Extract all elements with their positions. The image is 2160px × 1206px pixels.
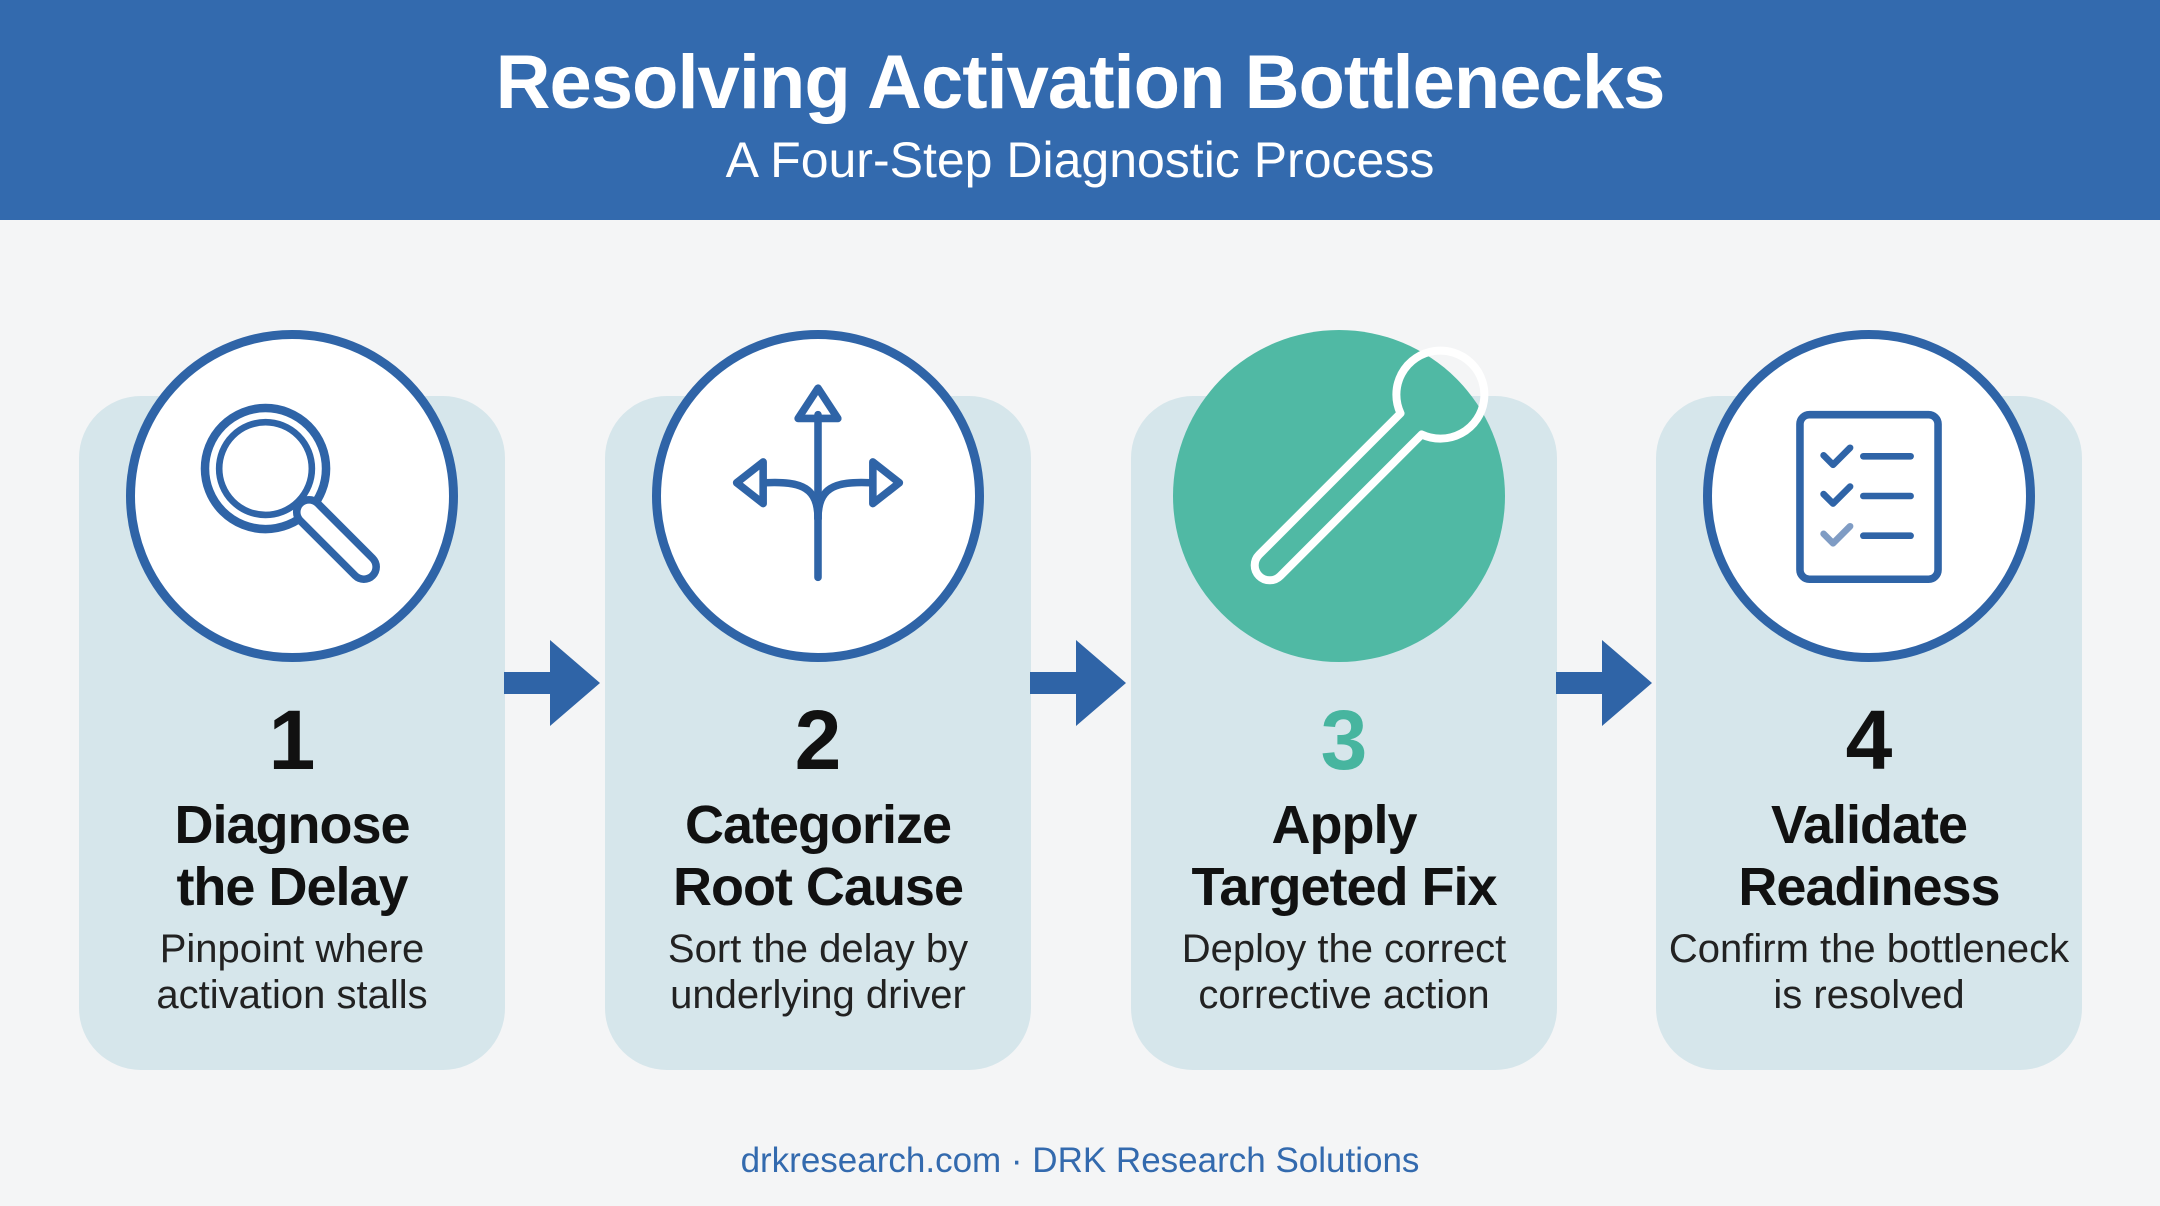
step-4-title-line-2: Readiness [1738, 857, 2000, 917]
step-2-title-line-2: Root Cause [672, 857, 964, 917]
step-2-number: 2 [794, 693, 842, 787]
step-3-desc-line-1: Deploy the correct [1181, 927, 1507, 971]
step-2-desc-line-2: underlying driver [670, 973, 966, 1017]
step-4-desc-line-2: is resolved [1773, 973, 1965, 1017]
step-1-desc-line-2: activation stalls [156, 973, 428, 1017]
step-4-icon-circle [1703, 330, 2035, 662]
step-4-text: 4 Validate Readiness Confirm the bottlen… [1656, 690, 2082, 1018]
arrow-right-icon [1030, 640, 1126, 726]
step-1-title: Diagnose the Delay [79, 794, 505, 918]
page-subtitle: A Four-Step Diagnostic Process [725, 132, 1435, 188]
step-1-icon-circle [126, 330, 458, 662]
step-4-desc-line-1: Confirm the bottleneck [1668, 927, 2070, 971]
step-2-icon-circle [652, 330, 984, 662]
page-title: Resolving Activation Bottlenecks [495, 40, 1666, 125]
step-4-title: Validate Readiness [1656, 794, 2082, 918]
step-2-text: 2 Categorize Root Cause Sort the delay b… [605, 690, 1031, 1018]
step-3-title-line-1: Apply [1271, 795, 1417, 855]
step-4-description: Confirm the bottleneck is resolved [1656, 926, 2082, 1018]
step-2-title: Categorize Root Cause [605, 794, 1031, 918]
arrow-right-icon [504, 640, 600, 726]
step-3-title-line-2: Targeted Fix [1191, 857, 1497, 917]
footer-credit: drkresearch.com · DRK Research Solutions [740, 1141, 1420, 1180]
step-1-title-line-2: the Delay [176, 857, 408, 917]
step-2-description: Sort the delay by underlying driver [605, 926, 1031, 1018]
step-3-icon-circle [1173, 330, 1505, 662]
step-2-title-line-1: Categorize [684, 795, 952, 855]
checklist-icon [1796, 410, 1942, 584]
wrench-icon [1250, 346, 1489, 585]
step-1-number: 1 [268, 693, 316, 787]
step-3-description: Deploy the correct corrective action [1131, 926, 1557, 1018]
step-2-desc-line-1: Sort the delay by [667, 927, 969, 971]
step-3-desc-line-2: corrective action [1198, 973, 1490, 1017]
step-1-text: 1 Diagnose the Delay Pinpoint where acti… [79, 690, 505, 1018]
arrow-right-icon [1556, 640, 1652, 726]
step-3-title: Apply Targeted Fix [1131, 794, 1557, 918]
step-1-title-line-1: Diagnose [174, 795, 410, 855]
branching-arrows-icon [732, 384, 904, 582]
magnifying-glass-icon [200, 403, 380, 584]
step-1-description: Pinpoint where activation stalls [79, 926, 505, 1018]
step-4-title-line-1: Validate [1770, 795, 1968, 855]
step-4-number: 4 [1845, 693, 1893, 787]
step-3-text: 3 Apply Targeted Fix Deploy the correct … [1131, 690, 1557, 1018]
header-banner: Resolving Activation Bottlenecks A Four-… [0, 0, 2160, 220]
step-3-number: 3 [1320, 693, 1368, 787]
step-1-desc-line-1: Pinpoint where [159, 927, 425, 971]
